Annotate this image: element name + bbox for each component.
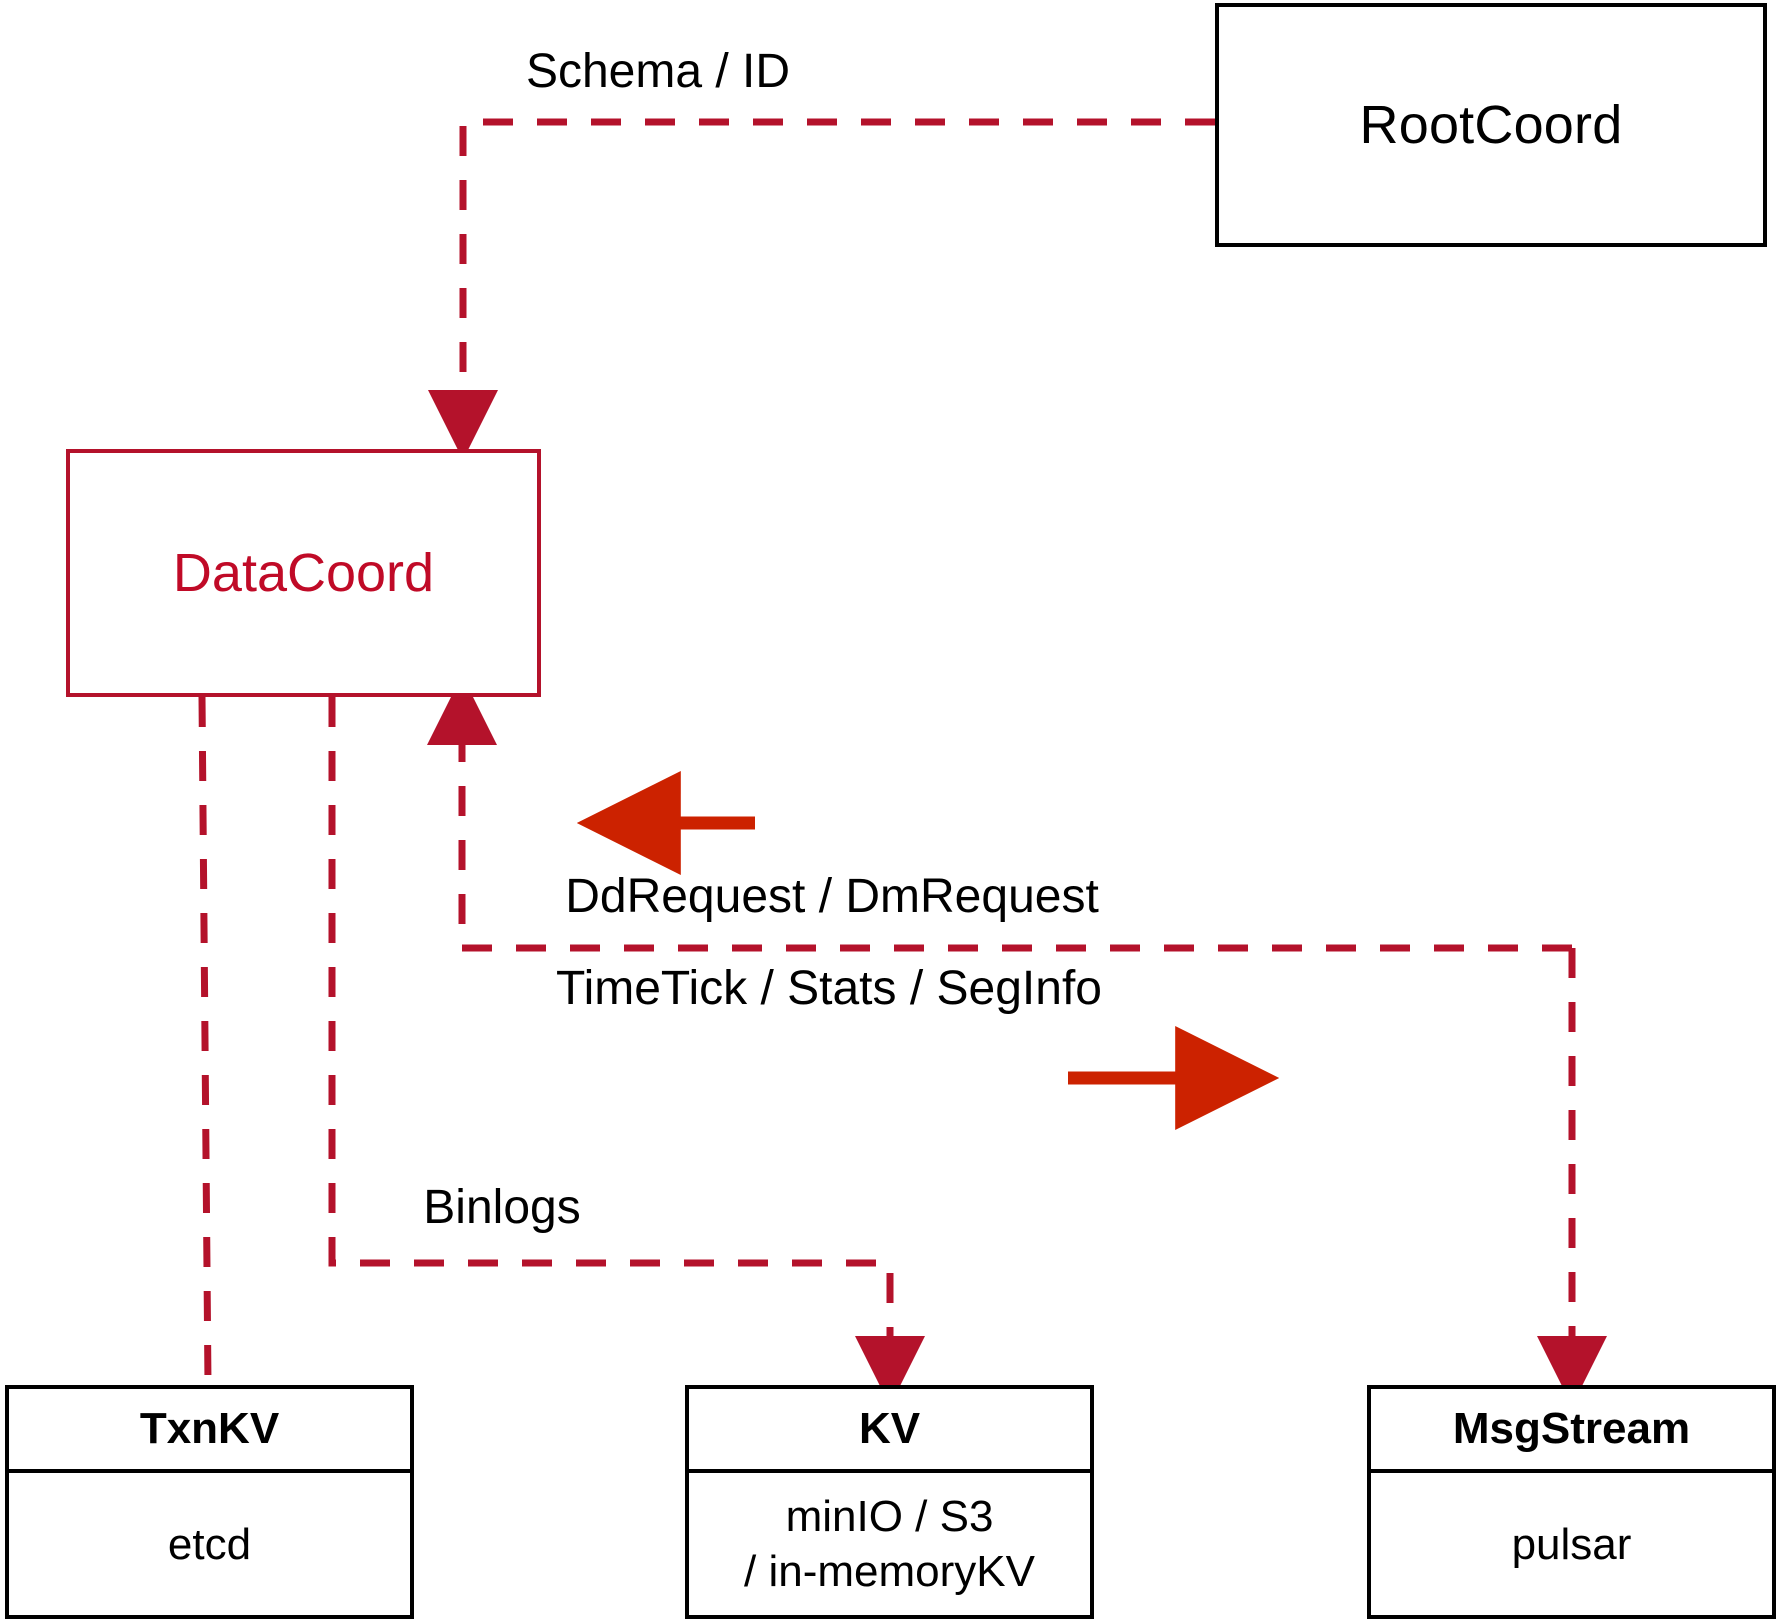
- edge-datacoord-txnkv: [198, 696, 212, 1386]
- node-txnkv-body-line-1: etcd: [167, 1519, 252, 1569]
- edge-label-schema-id: Schema / ID: [525, 45, 791, 98]
- node-kv-header: KV: [689, 1389, 1090, 1473]
- node-datacoord[interactable]: DataCoord: [66, 449, 541, 697]
- node-msgstream-body: pulsar: [1371, 1473, 1772, 1615]
- node-msgstream-header: MsgStream: [1371, 1389, 1772, 1473]
- node-kv-body-line-2: / in-memoryKV: [744, 1547, 1035, 1596]
- node-msgstream-body-line-1: pulsar: [1511, 1519, 1632, 1569]
- node-msgstream[interactable]: MsgStream pulsar: [1367, 1385, 1776, 1619]
- node-txnkv-body: etcd: [9, 1473, 410, 1615]
- edge-binlogs: [328, 697, 925, 1406]
- node-kv-body: minIO / S3 / in-memoryKV: [689, 1473, 1090, 1615]
- edge-label-ddrequest-dmrequest: DdRequest / DmRequest: [565, 870, 1099, 923]
- node-datacoord-label: DataCoord: [172, 543, 435, 603]
- node-kv-body-line-1: minIO / S3: [785, 1492, 994, 1541]
- node-rootcoord[interactable]: RootCoord: [1215, 3, 1767, 247]
- node-rootcoord-label: RootCoord: [1359, 95, 1623, 155]
- node-kv[interactable]: KV minIO / S3 / in-memoryKV: [685, 1385, 1094, 1619]
- edge-label-binlogs: Binlogs: [423, 1181, 581, 1234]
- edge-label-timetick-stats-seginfo: TimeTick / Stats / SegInfo: [556, 962, 1102, 1015]
- edge-schema-id: [428, 118, 1215, 460]
- edge-ddrequest-dmrequest: [427, 675, 1572, 952]
- node-txnkv-header: TxnKV: [9, 1389, 410, 1473]
- node-txnkv[interactable]: TxnKV etcd: [5, 1385, 414, 1619]
